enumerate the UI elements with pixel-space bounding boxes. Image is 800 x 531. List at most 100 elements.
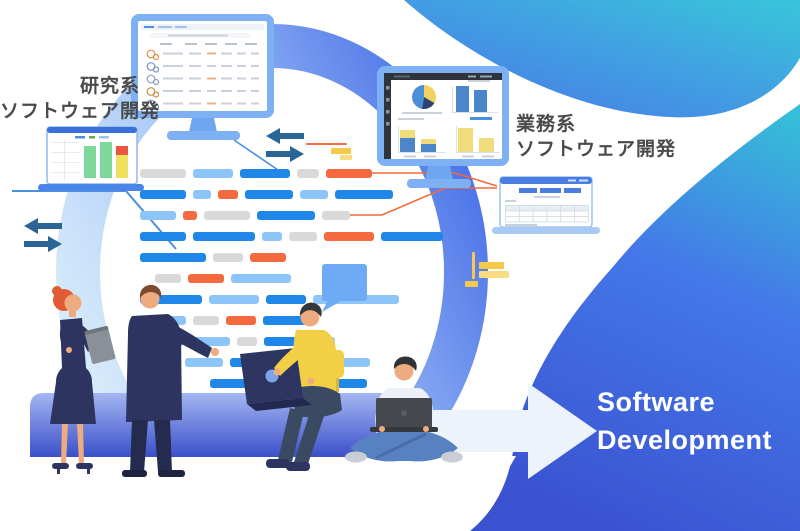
molecule-icon <box>146 74 156 84</box>
code-bar <box>381 232 443 241</box>
table-text-dash <box>189 102 201 105</box>
swap-arrows-icon <box>266 128 304 162</box>
code-bar <box>257 211 315 220</box>
molecule-icon <box>146 62 156 71</box>
table-text-dash <box>221 90 232 92</box>
speech-bubble-icon <box>322 264 367 312</box>
annotation-mark <box>472 252 475 279</box>
research-monitor <box>131 14 274 140</box>
table-line <box>505 205 506 222</box>
headline-line2: Development <box>597 425 773 455</box>
right-swoosh-shape <box>470 104 800 531</box>
bar-stack <box>400 130 415 138</box>
swap-arrows-icon <box>24 218 62 252</box>
code-bar <box>264 337 298 346</box>
table-text-dash <box>251 77 259 80</box>
code-bar <box>262 232 282 241</box>
table-text-dash <box>251 102 259 105</box>
code-bar <box>289 232 317 241</box>
code-bar <box>183 211 197 220</box>
businesswoman-illustration <box>50 286 116 474</box>
code-bar <box>250 253 286 262</box>
table-line <box>560 205 562 222</box>
code-bar <box>240 169 290 178</box>
result-bar <box>116 155 128 178</box>
table-line <box>532 205 534 222</box>
connector-line-row1-to-laptop <box>372 172 498 187</box>
business-label-line1: 業務系 <box>516 114 577 135</box>
bar <box>458 128 473 152</box>
bar <box>421 144 436 152</box>
code-bar <box>226 316 256 325</box>
pie-slice <box>424 85 437 103</box>
molecule-icon <box>152 78 160 86</box>
bar <box>400 138 415 152</box>
result-bar <box>100 142 112 178</box>
code-bar <box>218 190 238 199</box>
form-table <box>505 205 589 223</box>
annotation-mark <box>424 258 445 267</box>
tablet <box>84 326 116 364</box>
table-text-dash <box>189 77 201 80</box>
code-bar <box>204 211 250 220</box>
bar-stack <box>421 139 436 144</box>
connector-line-research-monitor <box>233 139 279 171</box>
table-text-dash <box>207 77 216 80</box>
table-text-dash <box>237 65 246 67</box>
business-label-line2: ソフトウェア開発 <box>516 139 677 160</box>
table-text-dash <box>163 77 183 80</box>
code-bar <box>245 190 293 199</box>
research-label-line1: 研究系 <box>79 76 140 97</box>
annotation-mark <box>331 148 351 154</box>
code-bar <box>185 358 223 367</box>
table-text-dash <box>221 65 232 67</box>
table-text-dash <box>237 77 246 80</box>
table-line <box>588 205 589 222</box>
annotation-mark <box>479 271 509 278</box>
table-text-dash <box>237 52 246 55</box>
annotation-marks <box>306 143 509 298</box>
table-text-dash <box>251 90 259 92</box>
research-label-line2: ソフトウェア開発 <box>0 101 161 122</box>
code-bar <box>231 274 291 283</box>
table-text-dash <box>189 65 201 67</box>
code-bar <box>140 232 186 241</box>
molecule-icon <box>146 49 156 59</box>
top-wave-shape <box>404 0 800 118</box>
research-software-label: 研究系 ソフトウェア開発 <box>0 74 161 124</box>
code-bar <box>188 274 224 283</box>
table-text-dash <box>189 90 201 92</box>
code-bar <box>324 232 374 241</box>
table-text-dash <box>207 102 216 105</box>
molecule-icon <box>146 87 156 96</box>
dashboard-monitor <box>377 66 509 188</box>
code-bar <box>193 169 233 178</box>
result-bar <box>116 146 128 155</box>
code-bar <box>300 190 328 199</box>
molecule-icon <box>146 99 156 109</box>
table-line <box>505 221 588 223</box>
annotation-mark <box>340 155 352 160</box>
table-text-dash <box>237 102 246 105</box>
table-line <box>546 205 548 222</box>
bar <box>474 90 487 112</box>
molecule-icon <box>152 66 160 73</box>
table-text-dash <box>251 52 259 55</box>
businessman-illustration <box>122 284 219 477</box>
code-bar <box>209 295 259 304</box>
table-text-dash <box>207 65 216 67</box>
code-bar <box>193 316 219 325</box>
molecule-icon <box>152 103 160 111</box>
headline-line1: Software <box>597 387 716 417</box>
table-line <box>518 205 520 222</box>
code-bar <box>193 190 211 199</box>
annotation-mark <box>479 262 504 269</box>
annotation-mark <box>306 143 347 145</box>
code-bar <box>335 190 393 199</box>
research-table-rows <box>146 49 259 111</box>
molecule-icon <box>152 53 160 61</box>
table-text-dash <box>189 52 201 55</box>
laptop-gray <box>370 398 438 432</box>
code-bar <box>297 169 319 178</box>
